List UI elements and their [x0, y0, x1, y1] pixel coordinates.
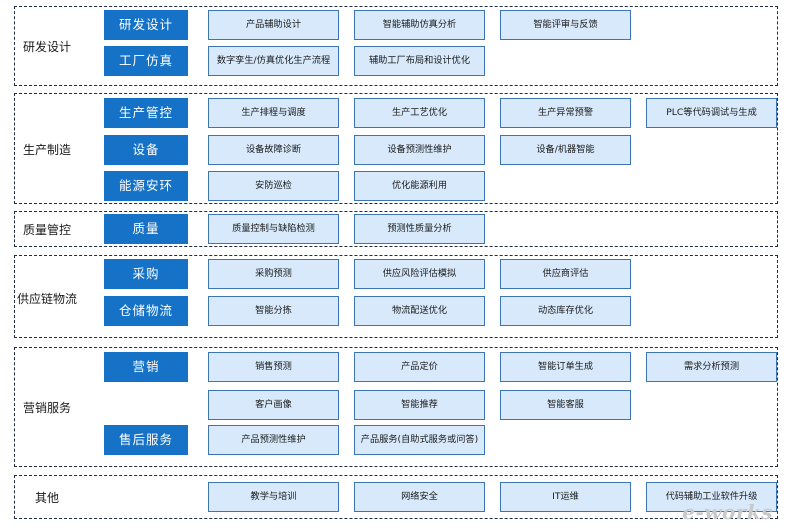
chip-sales-forecast: 销售预测	[208, 352, 339, 382]
chip-defect-detection: 质量控制与缺陷检测	[208, 214, 339, 244]
chip-supply-risk: 供应风险评估模拟	[354, 259, 485, 289]
sub-production-control: 生产管控	[104, 98, 188, 128]
sub-procurement: 采购	[104, 259, 188, 289]
chip-network-security: 网络安全	[354, 482, 485, 512]
section-label-marketing: 营销服务	[22, 401, 71, 415]
chip-product-design: 产品辅助设计	[208, 10, 339, 40]
chip-predictive-maintenance: 设备预测性维护	[354, 135, 485, 165]
sub-marketing: 营销	[104, 352, 188, 382]
chip-pricing: 产品定价	[354, 352, 485, 382]
sub-after-sales: 售后服务	[104, 425, 188, 455]
chip-training: 教学与培训	[208, 482, 339, 512]
chip-review-feedback: 智能评审与反馈	[500, 10, 631, 40]
section-rd-frame	[14, 6, 778, 86]
chip-recommendation: 智能推荐	[354, 390, 485, 420]
section-production-frame	[14, 93, 778, 204]
section-marketing-frame	[14, 347, 778, 467]
watermark-logo: e-works	[682, 500, 773, 524]
chip-smart-sorting: 智能分拣	[208, 296, 339, 326]
chip-sim-analysis: 智能辅助仿真分析	[354, 10, 485, 40]
chip-security-patrol: 安防巡检	[208, 171, 339, 201]
chip-quality-analysis: 预测性质量分析	[354, 214, 485, 244]
section-other-frame	[14, 475, 778, 519]
sub-energy-safety: 能源安环	[104, 171, 188, 201]
chip-digital-twin: 数字孪生/仿真优化生产流程	[208, 46, 339, 76]
chip-customer-service: 智能客服	[500, 390, 631, 420]
sub-equipment: 设备	[104, 135, 188, 165]
chip-delivery-optimization: 物流配送优化	[354, 296, 485, 326]
chip-anomaly-warning: 生产异常预警	[500, 98, 631, 128]
sub-quality: 质量	[104, 214, 188, 244]
sub-factory-sim: 工厂仿真	[104, 46, 188, 76]
section-label-other: 其他	[34, 491, 59, 505]
chip-process-optimization: 生产工艺优化	[354, 98, 485, 128]
chip-supplier-eval: 供应商评估	[500, 259, 631, 289]
chip-order-generation: 智能订单生成	[500, 352, 631, 382]
chip-machine-intelligence: 设备/机器智能	[500, 135, 631, 165]
chip-demand-forecast: 需求分析预测	[646, 352, 777, 382]
chip-procurement-forecast: 采购预测	[208, 259, 339, 289]
chip-energy-optimization: 优化能源利用	[354, 171, 485, 201]
chip-it-ops: IT运维	[500, 482, 631, 512]
chip-inventory-optimization: 动态库存优化	[500, 296, 631, 326]
sub-warehouse-logistics: 仓储物流	[104, 296, 188, 326]
chip-factory-layout: 辅助工厂布局和设计优化	[354, 46, 485, 76]
section-supply-frame	[14, 255, 778, 338]
chip-scheduling: 生产排程与调度	[208, 98, 339, 128]
chip-fault-diagnosis: 设备故障诊断	[208, 135, 339, 165]
chip-industrial-software: 代码辅助工业软件升级	[646, 482, 777, 512]
chip-plc-code: PLC等代码调试与生成	[646, 98, 777, 128]
chip-product-maintenance: 产品预测性维护	[208, 425, 339, 455]
section-label-rd: 研发设计	[22, 40, 71, 54]
section-label-production: 生产制造	[22, 143, 71, 157]
section-label-supply: 供应链物流	[16, 292, 77, 306]
chip-customer-profile: 客户画像	[208, 390, 339, 420]
section-quality-frame	[14, 211, 778, 247]
chip-product-service: 产品服务(自助式服务或问答)	[354, 425, 485, 455]
section-label-quality: 质量管控	[22, 223, 71, 237]
sub-rd-design: 研发设计	[104, 10, 188, 40]
